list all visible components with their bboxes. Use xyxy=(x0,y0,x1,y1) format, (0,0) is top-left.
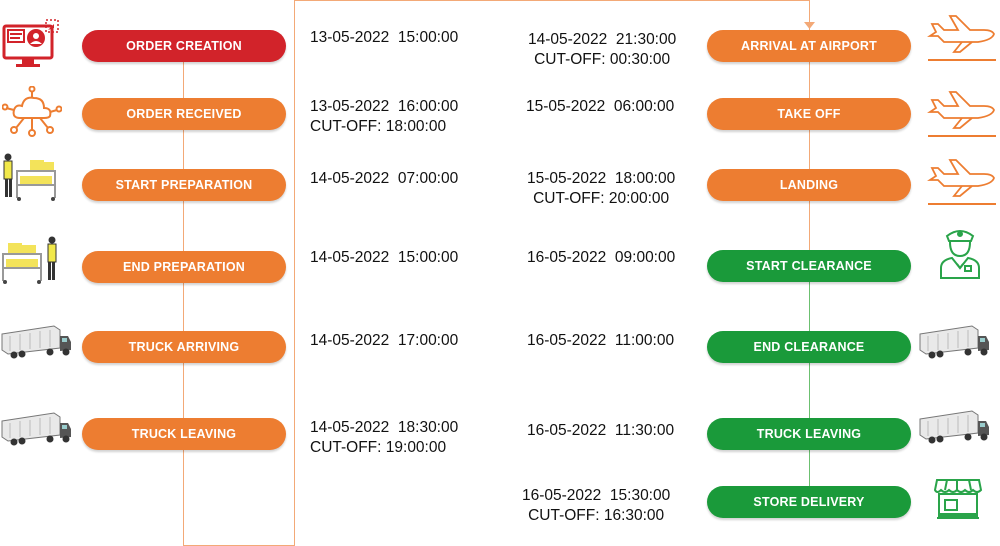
step-pill-start-clearance: START CLEARANCE xyxy=(707,250,911,282)
computer-user-icon xyxy=(2,18,60,74)
right-vertical-connector-green xyxy=(809,250,810,500)
truck-icon xyxy=(918,324,990,360)
step-pill-landing: LANDING xyxy=(707,169,911,201)
step-date: 13-05-2022 15:00:00 xyxy=(310,29,459,46)
step-pill-order-received: ORDER RECEIVED xyxy=(82,98,286,130)
step-date: 14-05-2022 15:00:00 xyxy=(310,249,459,266)
step-date: 15-05-2022 18:00:00 xyxy=(527,170,676,187)
step-pill-start-preparation: START PREPARATION xyxy=(82,169,286,201)
step-datetime: 16-05-2022 11:00:00 xyxy=(527,331,674,351)
airplane-icon xyxy=(926,82,998,138)
step-date: 14-05-2022 18:30:00 xyxy=(310,419,459,436)
step-date: 15-05-2022 06:00:00 xyxy=(526,98,675,115)
step-datetime: 13-05-2022 15:00:00 xyxy=(310,28,458,48)
step-date: 14-05-2022 17:00:00 xyxy=(310,332,459,349)
step-datetime: 14-05-2022 17:00:00 xyxy=(310,331,458,351)
step-datetime: 15-05-2022 06:00:00 xyxy=(526,97,674,117)
step-datetime: 16-05-2022 11:30:00 xyxy=(527,421,674,441)
step-cutoff: CUT-OFF: 00:30:00 xyxy=(534,51,671,68)
step-datetime: 14-05-2022 15:00:00 xyxy=(310,248,458,268)
step-pill-truck-leaving: TRUCK LEAVING xyxy=(707,418,911,450)
step-datetime: 14-05-2022 07:00:00 xyxy=(310,169,458,189)
top-horizontal-connector xyxy=(294,0,810,1)
step-pill-take-off: TAKE OFF xyxy=(707,98,911,130)
truck-icon xyxy=(0,324,72,360)
cloud-network-icon xyxy=(1,85,63,142)
step-cutoff: CUT-OFF: 16:30:00 xyxy=(528,507,665,524)
step-date: 14-05-2022 07:00:00 xyxy=(310,170,459,187)
step-date: 13-05-2022 16:00:00 xyxy=(310,98,459,115)
step-cutoff: CUT-OFF: 18:00:00 xyxy=(310,118,447,135)
worker-cart-icon xyxy=(0,152,60,202)
arrow-down-icon xyxy=(804,22,815,29)
step-date: 16-05-2022 09:00:00 xyxy=(527,249,676,266)
step-date: 14-05-2022 21:30:00 xyxy=(528,31,677,48)
step-pill-end-clearance: END CLEARANCE xyxy=(707,331,911,363)
step-pill-truck-leaving: TRUCK LEAVING xyxy=(82,418,286,450)
step-pill-store-delivery: STORE DELIVERY xyxy=(707,486,911,518)
cart-worker-icon xyxy=(0,235,60,285)
step-pill-end-preparation: END PREPARATION xyxy=(82,251,286,283)
airplane-icon xyxy=(926,150,998,206)
truck-icon xyxy=(918,409,990,445)
step-date: 16-05-2022 11:30:00 xyxy=(527,422,675,439)
truck-icon xyxy=(0,411,72,447)
step-pill-arrival-at-airport: ARRIVAL AT AIRPORT xyxy=(707,30,911,62)
left-vertical-connector xyxy=(183,46,184,546)
step-pill-truck-arriving: TRUCK ARRIVING xyxy=(82,331,286,363)
middle-vertical-connector xyxy=(294,0,295,546)
step-cutoff: CUT-OFF: 19:00:00 xyxy=(310,439,447,456)
step-datetime: 16-05-2022 09:00:00 xyxy=(527,248,675,268)
customs-officer-icon xyxy=(935,224,985,280)
step-date: 16-05-2022 11:00:00 xyxy=(527,332,675,349)
step-cutoff: CUT-OFF: 20:00:00 xyxy=(533,190,670,207)
step-pill-order-creation: ORDER CREATION xyxy=(82,30,286,62)
airplane-icon xyxy=(926,6,998,62)
step-date: 16-05-2022 15:30:00 xyxy=(522,487,671,504)
storefront-icon xyxy=(933,472,983,522)
